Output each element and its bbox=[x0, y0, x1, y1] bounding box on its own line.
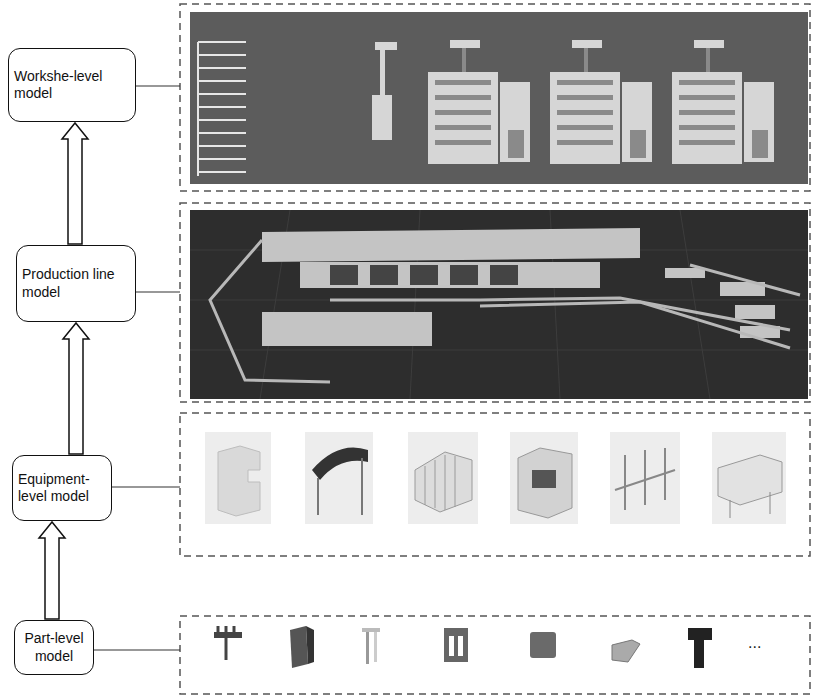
panel-frames bbox=[180, 4, 810, 694]
leader-line bbox=[94, 649, 180, 650]
model-box: Part-level model bbox=[14, 620, 94, 675]
leader-line bbox=[136, 291, 180, 292]
workshop-render bbox=[190, 12, 808, 184]
model-label: Part-level model bbox=[20, 630, 88, 665]
ellipsis-label: ... bbox=[748, 634, 761, 652]
production-line-render bbox=[190, 210, 808, 399]
leader-line bbox=[112, 486, 180, 487]
model-label: Workshe-level model bbox=[14, 68, 130, 103]
hollow-arrow bbox=[62, 123, 88, 244]
hollow-arrow bbox=[39, 522, 65, 619]
hollow-arrow bbox=[63, 323, 89, 454]
leader-line bbox=[136, 85, 180, 86]
part-icons bbox=[214, 626, 712, 668]
model-label: Production line model bbox=[22, 266, 130, 301]
equipment-icons bbox=[205, 432, 786, 524]
model-box: Equipment-level model bbox=[12, 455, 112, 521]
model-box: Workshe-level model bbox=[8, 48, 136, 122]
model-box: Production line model bbox=[16, 245, 136, 322]
model-label: Equipment-level model bbox=[18, 471, 106, 506]
